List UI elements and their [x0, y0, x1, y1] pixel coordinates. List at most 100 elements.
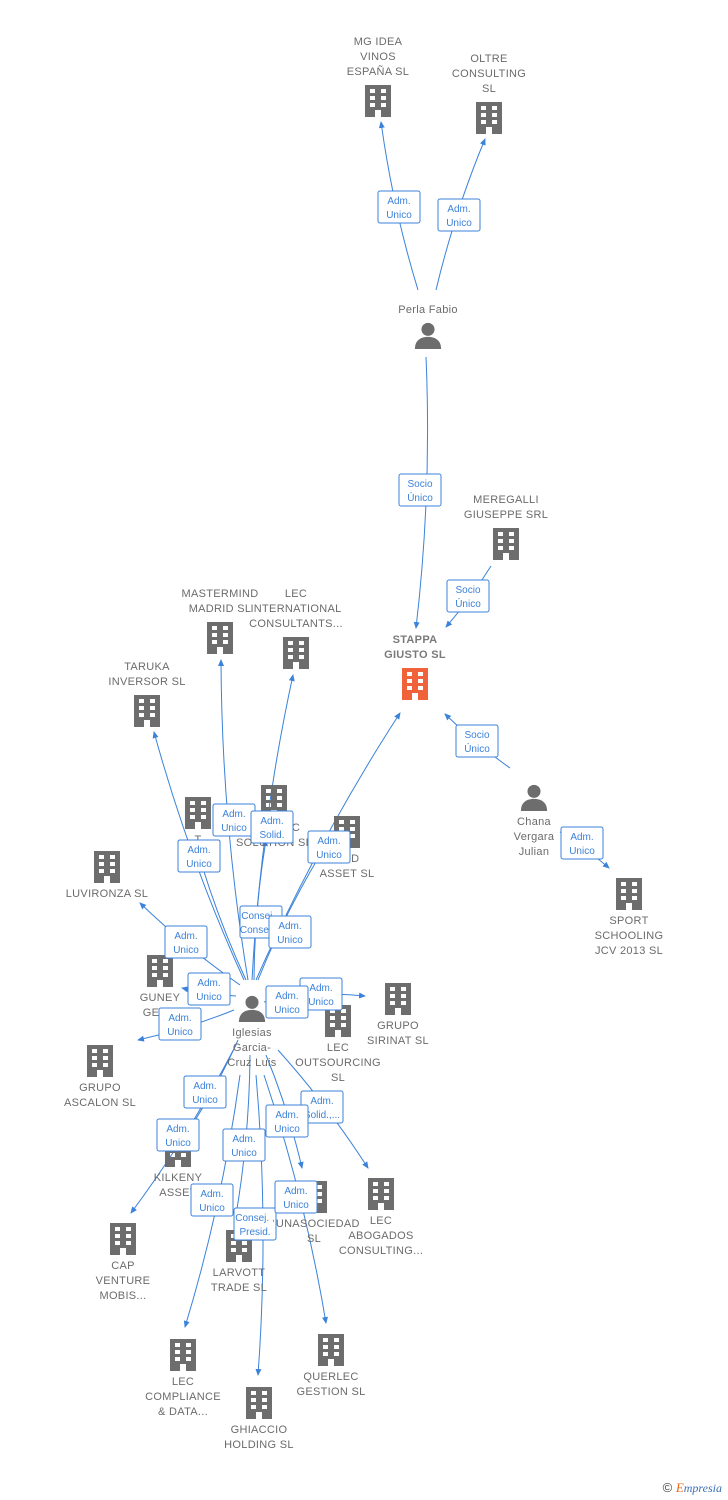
node-label: INTERNATIONAL: [250, 603, 341, 615]
edge-label-text: Adm.: [200, 1189, 223, 1200]
node-larvott[interactable]: LARVOTT TRADE SL: [211, 1230, 267, 1294]
edge-labels-layer: Adm.UnicoAdm.UnicoSocioÚnicoSocioÚnicoSo…: [156, 190, 604, 1241]
node-label: INVERSOR SL: [108, 676, 185, 688]
node-lecabog[interactable]: LECABOGADOSCONSULTING...: [339, 1178, 423, 1257]
building-icon: [476, 102, 502, 134]
edge-label-text: Adm.: [570, 832, 593, 843]
node-perla[interactable]: Perla Fabio: [398, 304, 458, 349]
edge-label-text: Presid.: [239, 1227, 270, 1238]
edge-label-text: Unico: [165, 1138, 191, 1149]
node-label: JCV 2013 SL: [595, 945, 663, 957]
edge-label-text: Adm.: [278, 921, 301, 932]
node-label: LARVOTT: [213, 1267, 266, 1279]
brand-name: mpresia: [683, 1481, 722, 1495]
building-icon: [94, 851, 120, 883]
edge-label-text: Socio: [455, 585, 480, 596]
edge-label-text: Solid.,...: [304, 1110, 340, 1121]
edge-label-text: Unico: [277, 935, 303, 946]
node-label: OLTRE: [470, 53, 507, 65]
node-luvironza[interactable]: LUVIRONZA SL: [66, 851, 148, 900]
brand-initial: E: [675, 1480, 684, 1495]
edge-label-perla-oltre: Adm.Unico: [437, 198, 481, 232]
node-cap[interactable]: CAPVENTUREMOBIS...: [96, 1223, 151, 1302]
edge-label-text: Adm.: [317, 836, 340, 847]
edge-label-chana-sport: Adm. Unico: [560, 826, 604, 860]
node-label: CAP: [111, 1260, 135, 1272]
building-icon: [134, 695, 160, 727]
edge-label-text: Adm.: [309, 983, 332, 994]
node-label: SL: [331, 1072, 345, 1084]
edge-label-text: Unico: [221, 823, 247, 834]
node-label: CONSULTING...: [339, 1245, 423, 1257]
edge-label-iglesias-aunasoc: Adm. Unico: [265, 1104, 309, 1138]
node-label: & DATA...: [158, 1406, 208, 1418]
building-icon: [385, 983, 411, 1015]
edge-label-text: Unico: [186, 859, 212, 870]
node-label: LEC: [370, 1215, 392, 1227]
person-icon: [238, 995, 266, 1022]
edge-label-text: Adm.: [193, 1081, 216, 1092]
edge-label-text: Adm.: [275, 1110, 298, 1121]
edge-label-text: Adm.: [310, 1096, 333, 1107]
node-label: GRUPO: [79, 1082, 121, 1094]
edge-label-text: Adm.: [168, 1013, 191, 1024]
edge-label-text: Unico: [386, 210, 412, 221]
node-label: Cruz Luis: [227, 1057, 276, 1069]
building-icon: [87, 1045, 113, 1077]
edge-label-text: Adm.: [275, 991, 298, 1002]
edge-label-text: Adm.: [232, 1134, 255, 1145]
node-label: SL: [307, 1233, 321, 1245]
edge-label-iglesias-guney: Adm.Unico: [187, 972, 231, 1006]
node-label: Garcia-: [233, 1042, 271, 1054]
node-label: HOLDING SL: [224, 1439, 294, 1451]
node-label: GUNEY: [140, 992, 181, 1004]
person-icon: [414, 322, 442, 349]
node-label: GIUSTO SL: [384, 649, 446, 661]
building-icon: [110, 1223, 136, 1255]
edge-label-text: Solid.: [259, 830, 284, 841]
edge-label-text: Adm.: [387, 196, 410, 207]
building-icon: [402, 668, 428, 700]
edge-label-iglesias-ascalon: Adm. Unico: [158, 1007, 202, 1041]
node-label: VINOS: [360, 51, 396, 63]
node-label: Perla Fabio: [398, 304, 458, 316]
building-icon: [207, 622, 233, 654]
edge-label-iglesias-mastermind: Adm.Unico: [212, 803, 256, 837]
building-icon: [365, 85, 391, 117]
edge-label-text: Unico: [231, 1148, 257, 1159]
node-lecint[interactable]: LECINTERNATIONALCONSULTANTS...: [249, 588, 343, 669]
node-label: LEC: [285, 588, 307, 600]
edge-label-text: Único: [407, 491, 433, 504]
building-icon: [283, 637, 309, 669]
node-label: ASSET SL: [320, 868, 375, 880]
edge-label-iglesias-lecout: Adm.Unico: [265, 985, 309, 1019]
edge-label-text: Unico: [274, 1124, 300, 1135]
edge-label-iglesias-cap: Adm.Unico: [156, 1118, 200, 1152]
edge-label-text: Unico: [569, 846, 595, 857]
node-label: SIRINAT SL: [367, 1035, 429, 1047]
node-label: MOBIS...: [99, 1290, 146, 1302]
node-label: TRADE SL: [211, 1282, 267, 1294]
edge-label-text: Unico: [167, 1027, 193, 1038]
edge-label-perla-mg: Adm. Unico: [377, 190, 421, 224]
edge-label-text: Socio: [407, 479, 432, 490]
